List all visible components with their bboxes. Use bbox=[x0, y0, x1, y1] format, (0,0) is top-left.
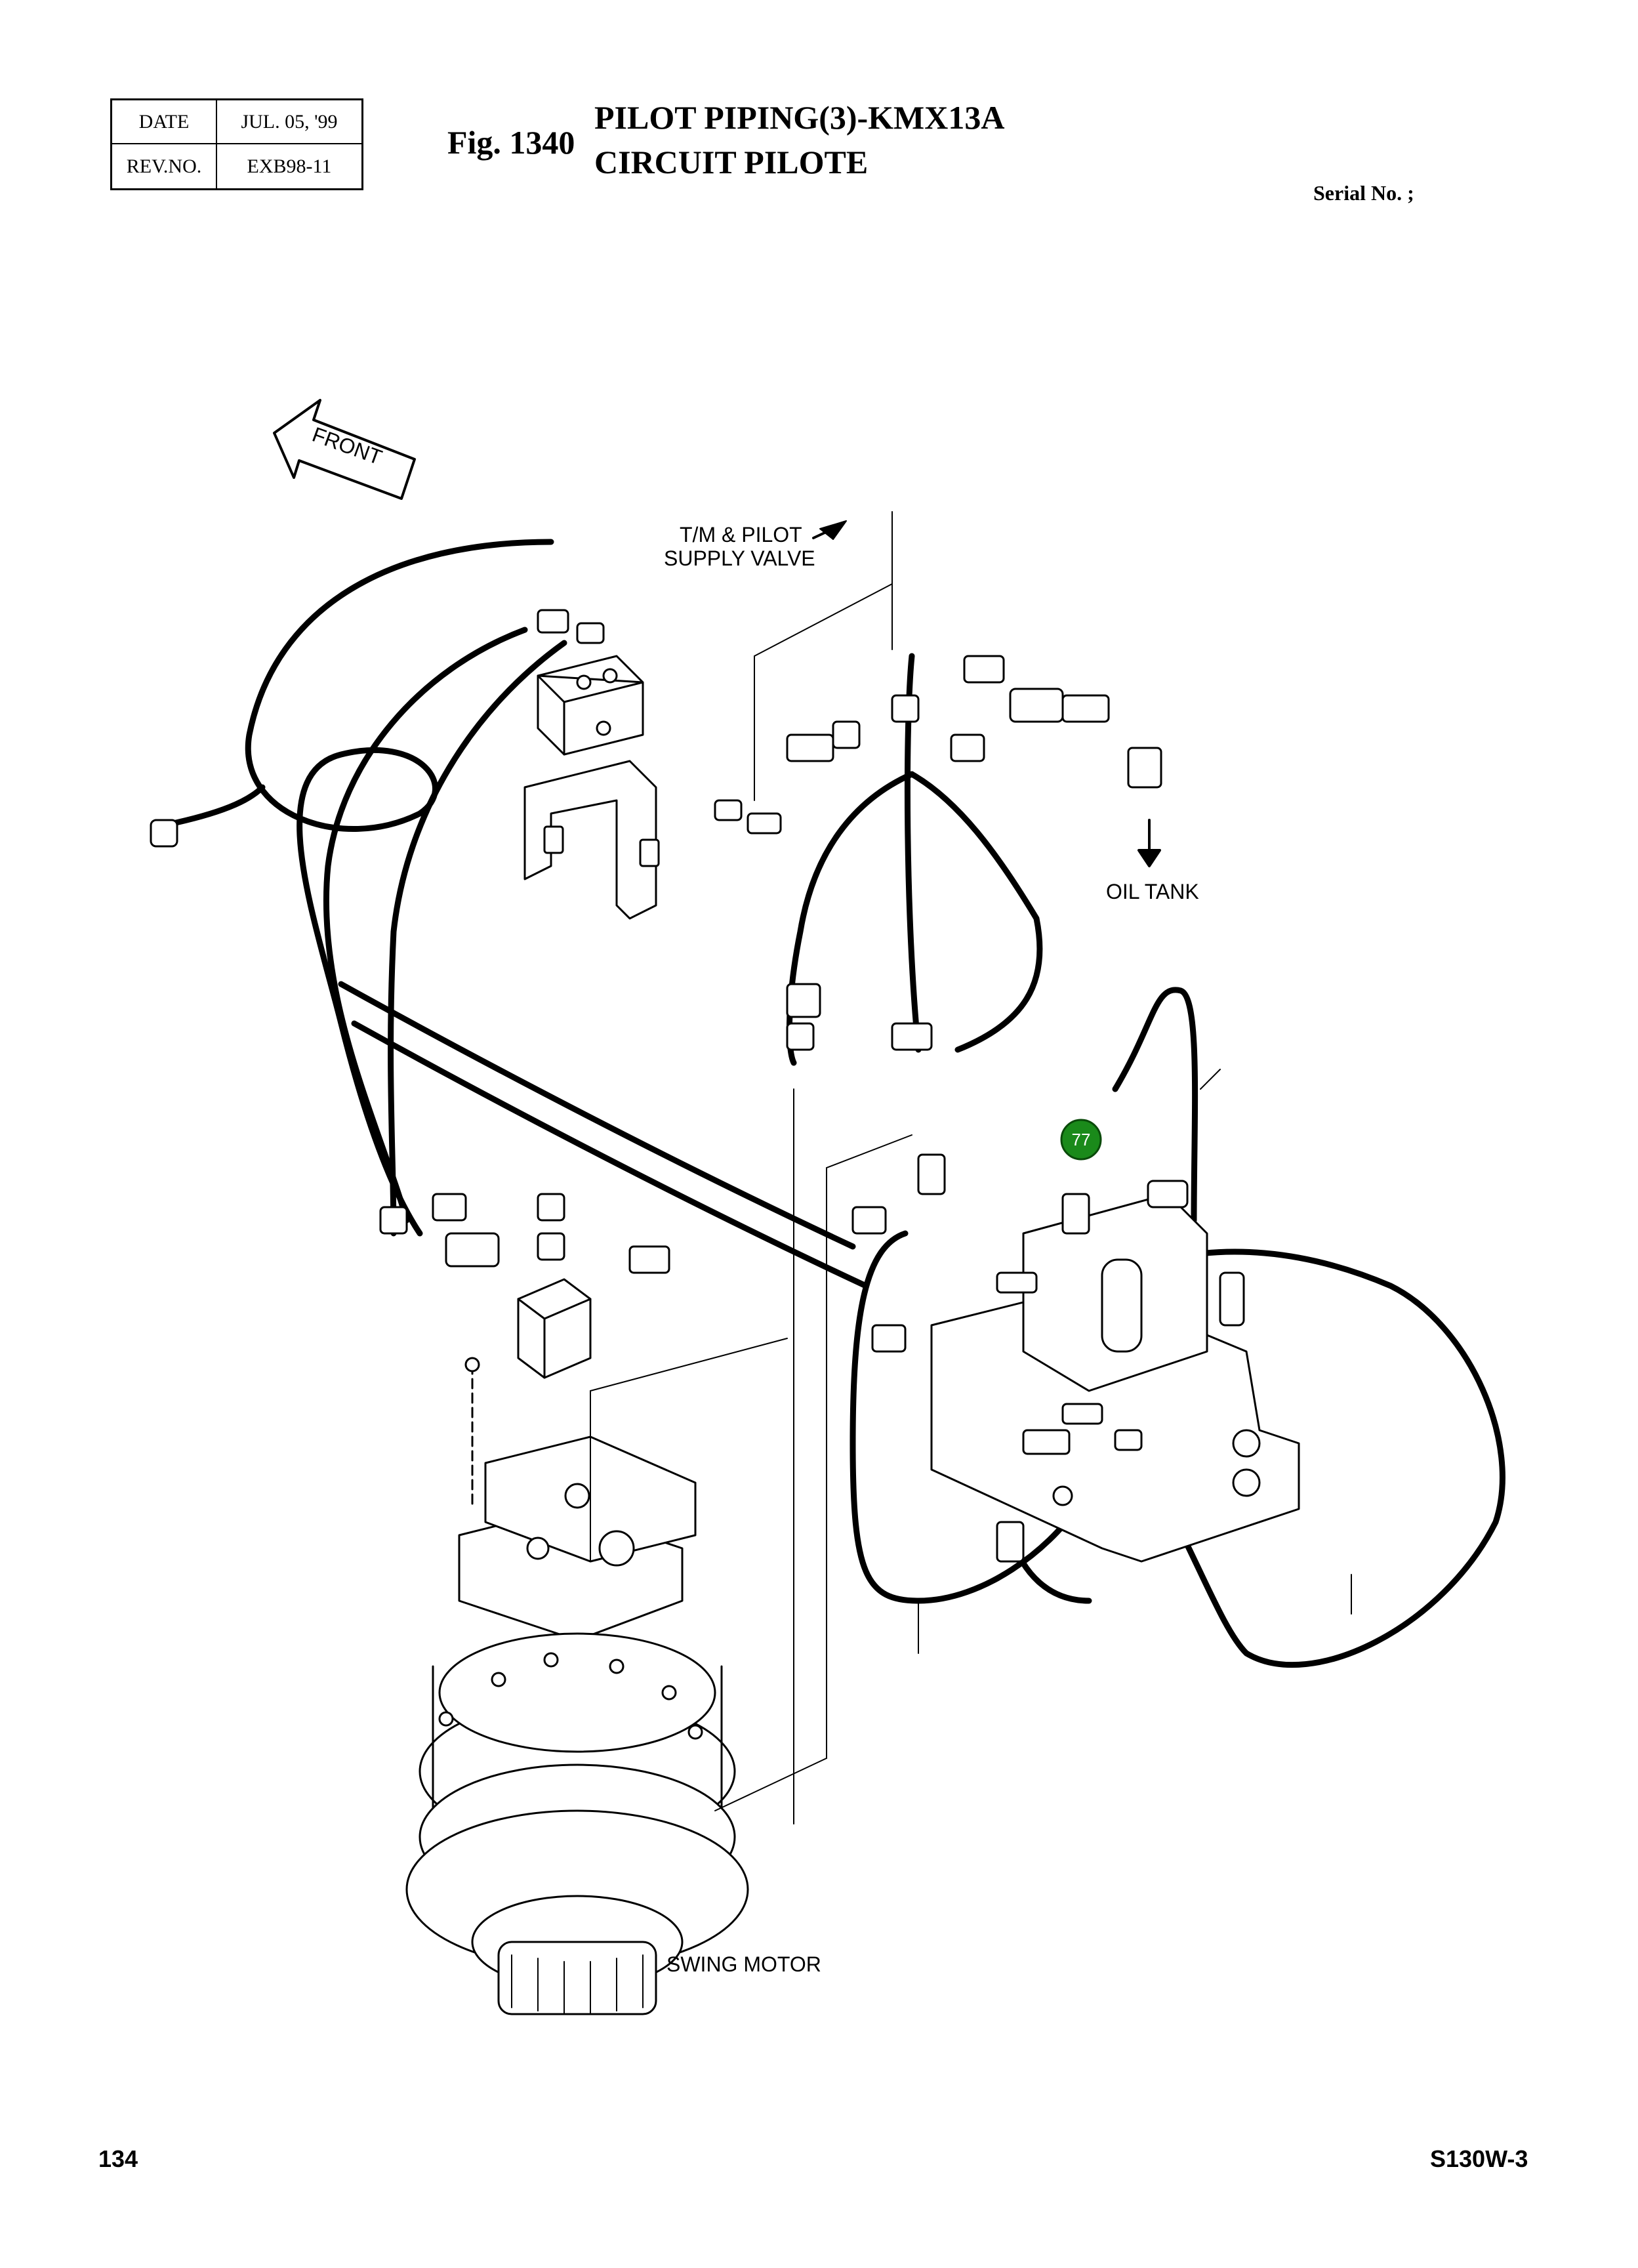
junction-block bbox=[517, 1278, 592, 1379]
revision-table: DATE JUL. 05, '99 REV.NO. EXB98-11 bbox=[110, 98, 363, 190]
leader-lines bbox=[590, 511, 1352, 1825]
front-arrow: FRONT bbox=[273, 399, 416, 500]
oil-tank-label: OIL TANK bbox=[1106, 880, 1199, 903]
swing-motor bbox=[405, 1357, 749, 2015]
fittings-top-right bbox=[786, 655, 1162, 1051]
date-value: JUL. 05, '99 bbox=[217, 100, 361, 144]
fittings-top-left bbox=[150, 609, 782, 867]
tm-pilot-label-group: T/M & PILOT SUPPLY VALVE bbox=[664, 520, 847, 570]
rev-value: EXB98-11 bbox=[247, 155, 332, 177]
fittings-middle bbox=[379, 983, 1025, 1563]
swing-motor-label: SWING MOTOR bbox=[666, 1952, 821, 1976]
serial-label: Serial No. ; bbox=[1313, 181, 1414, 205]
hose-group-left bbox=[154, 539, 869, 1289]
oil-tank-arrow: OIL TANK bbox=[1106, 819, 1199, 903]
model-number: S130W-3 bbox=[1430, 2145, 1528, 2172]
rev-label: REV.NO. bbox=[112, 144, 217, 188]
pilot-supply-valve-block bbox=[523, 655, 657, 920]
callout-77-label: 77 bbox=[1072, 1130, 1091, 1149]
page-number: 134 bbox=[98, 2145, 138, 2172]
tm-pilot-label-line2: SUPPLY VALVE bbox=[664, 546, 815, 570]
date-label: DATE bbox=[112, 100, 217, 144]
callout-77[interactable]: 77 bbox=[1060, 1119, 1102, 1161]
page-subtitle: CIRCUIT PILOTE bbox=[594, 144, 869, 180]
page-title: PILOT PIPING(3)-KMX13A bbox=[594, 99, 1005, 136]
control-valve-block bbox=[930, 1180, 1300, 1563]
tm-pilot-label-line1: T/M & PILOT bbox=[680, 523, 802, 546]
figure-number: Fig. 1340 bbox=[447, 124, 575, 161]
